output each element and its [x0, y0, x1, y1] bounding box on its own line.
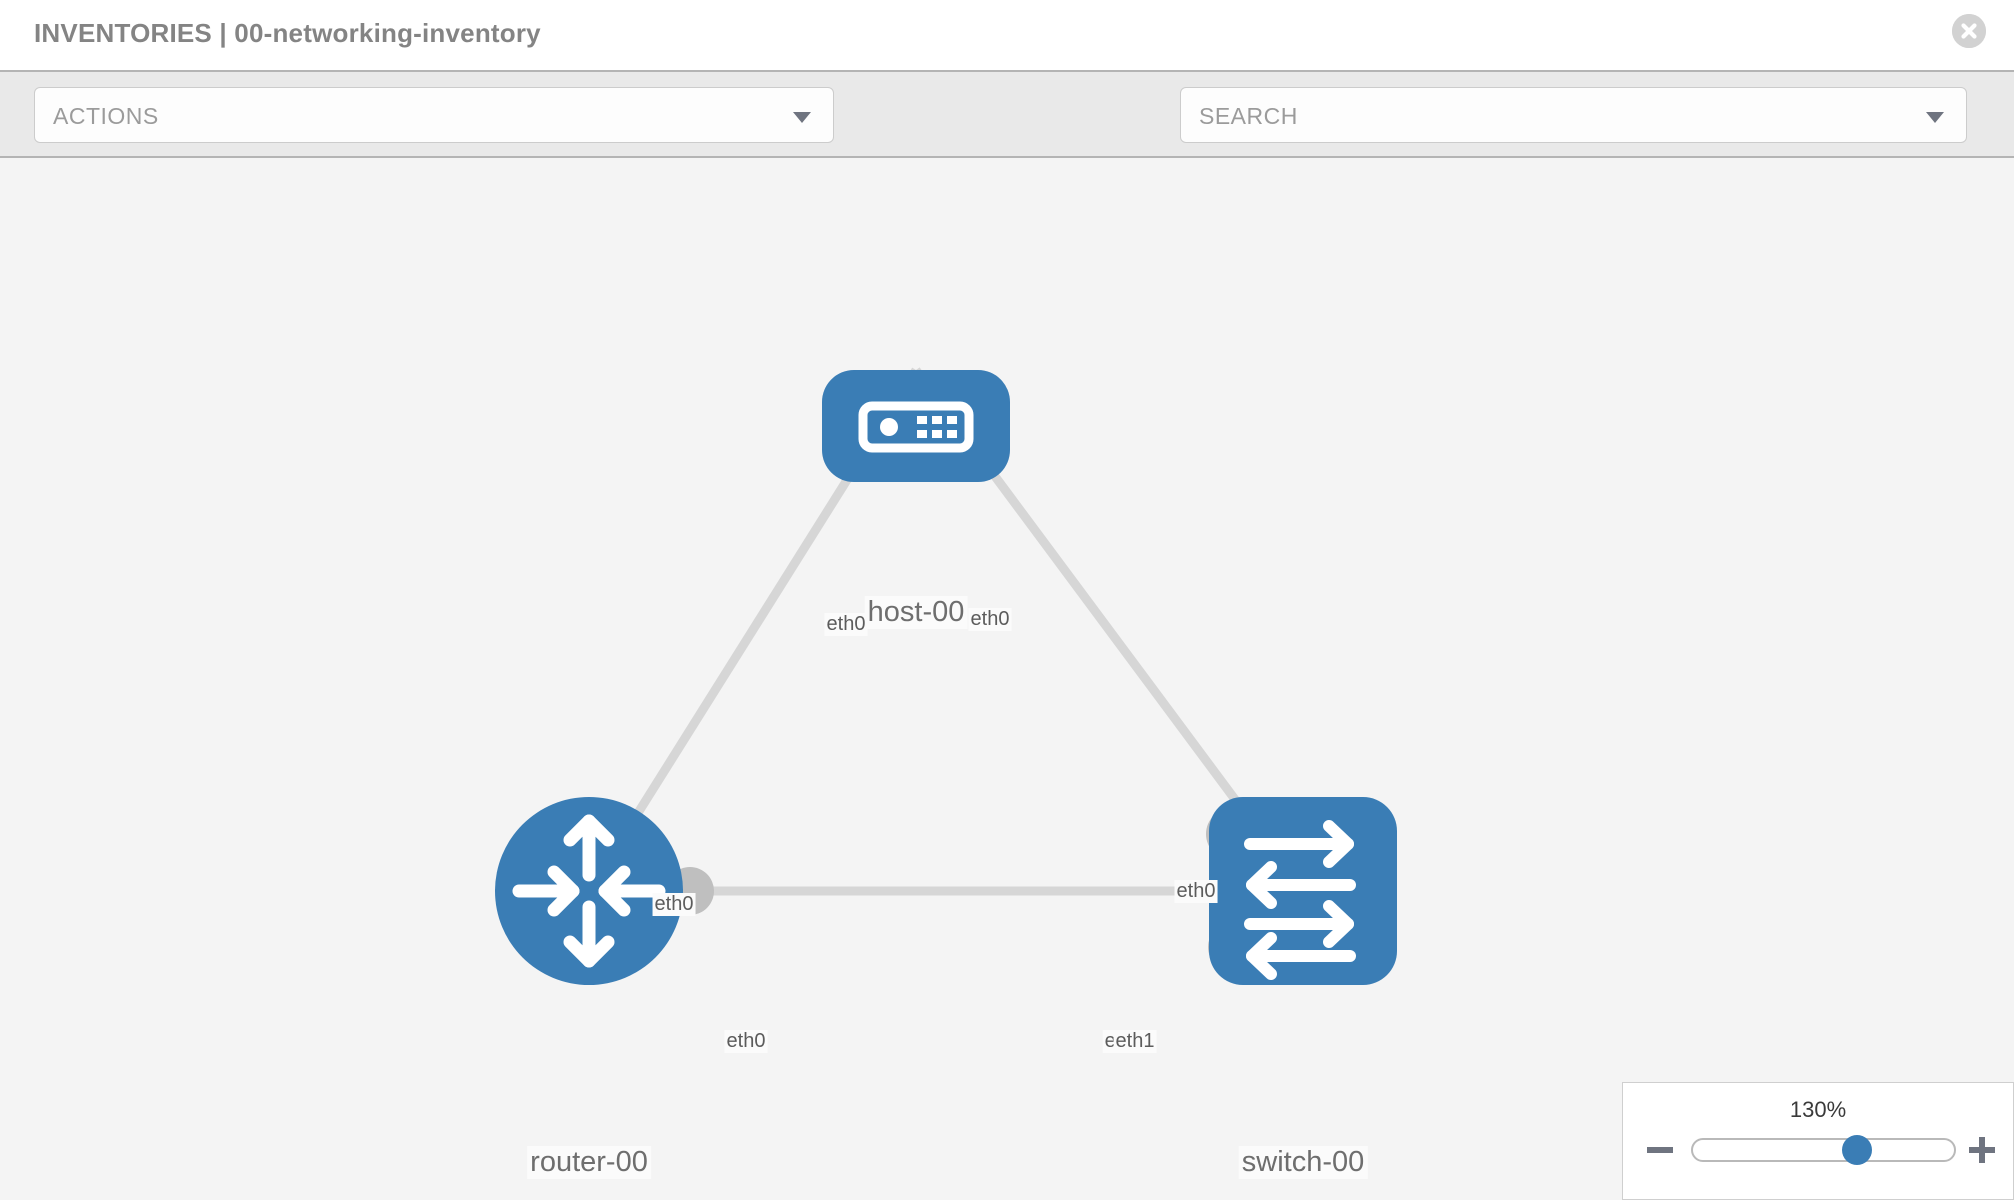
- minus-icon[interactable]: [1645, 1135, 1675, 1165]
- node-host-00-shape: [822, 370, 1010, 482]
- node-switch-00: [1209, 797, 1397, 985]
- search-placeholder: SEARCH: [1199, 103, 1298, 129]
- chevron-down-icon: [1926, 112, 1944, 123]
- node-router-00-shape: [495, 797, 683, 985]
- page-title: INVENTORIES | 00-networking-inventory: [34, 18, 541, 48]
- zoom-slider-thumb[interactable]: [1842, 1135, 1873, 1165]
- toolbar: ACTIONS SEARCH: [0, 70, 2014, 204]
- zoom-control-panel: 130%: [1622, 1082, 2014, 1200]
- node-host-00: [822, 370, 1010, 482]
- iface-label-host-eth0-router: eth0: [824, 613, 868, 636]
- chevron-down-icon: [793, 112, 811, 123]
- server-device-icon: [858, 401, 974, 453]
- zoom-level-value: 130%: [1789, 1097, 1847, 1122]
- iface-label-switch-eth0-host: eth0: [1174, 880, 1218, 903]
- node-router-00: [495, 797, 683, 985]
- iface-label-switch-eth1-router: eth1: [1113, 1030, 1157, 1053]
- node-label-router-00: router-00: [527, 1146, 651, 1179]
- zoom-slider[interactable]: [1691, 1135, 1956, 1165]
- router-arrows-icon: [512, 814, 666, 968]
- iface-label-router-eth0-switch: eth0: [724, 1030, 768, 1053]
- actions-dropdown-label: ACTIONS: [53, 103, 159, 129]
- node-label-host-00: host-00: [864, 596, 968, 629]
- node-label-switch-00: switch-00: [1238, 1146, 1368, 1179]
- topology-canvas[interactable]: host-00 router-00 switch-00 eth0 eth0 et…: [0, 158, 2014, 1200]
- page-header: INVENTORIES | 00-networking-inventory: [0, 0, 2014, 70]
- search-input[interactable]: SEARCH: [1180, 87, 1967, 143]
- switch-arrows-icon: [1244, 820, 1356, 980]
- close-icon[interactable]: [1952, 14, 1986, 48]
- plus-icon[interactable]: [1967, 1135, 1997, 1165]
- iface-label-router-eth0-host: eth0: [652, 893, 696, 916]
- actions-dropdown[interactable]: ACTIONS: [34, 87, 834, 143]
- iface-label-host-eth0-switch: eth0: [968, 608, 1012, 631]
- topology-graph: [495, 367, 1397, 985]
